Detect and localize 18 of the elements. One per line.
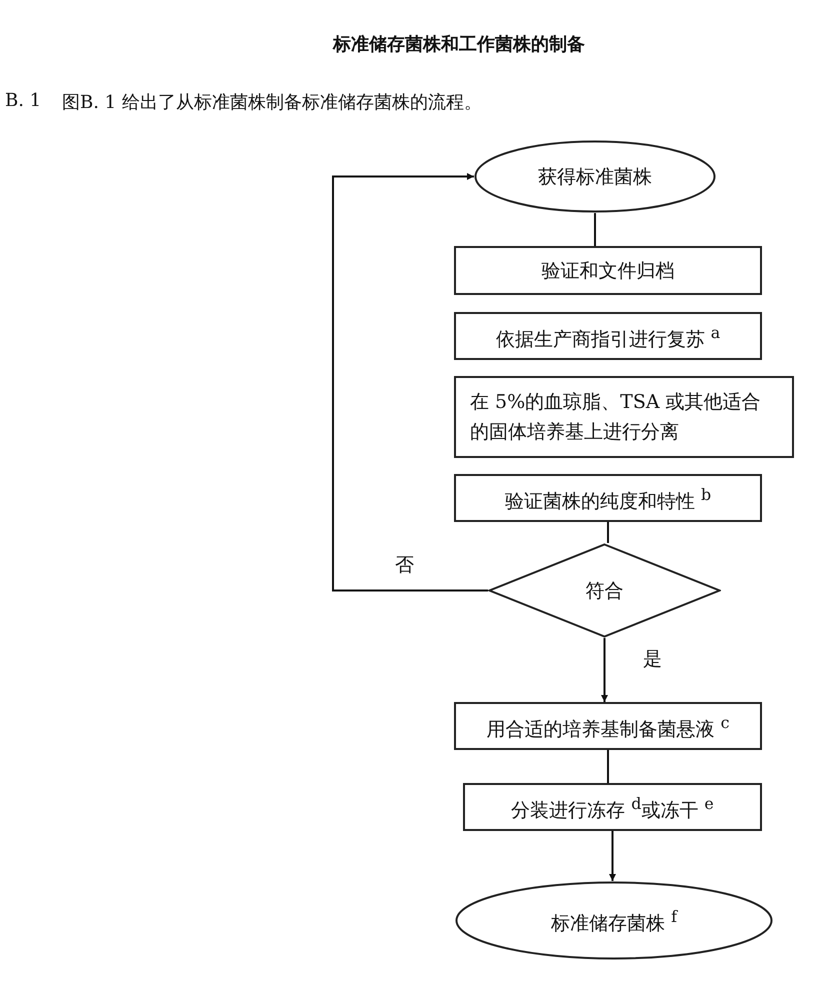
terminal-ellipse: 标准储存菌株 $^{f}$ <box>455 881 773 960</box>
connector <box>594 213 596 246</box>
intro-sentence: 图B. 1 给出了从标准菌株制备标准储存菌株的流程。 <box>62 91 482 114</box>
connector <box>607 522 609 543</box>
process-box: 验证和文件归档 <box>454 246 762 295</box>
title: 标准储存菌株和工作菌株的制备 <box>333 33 585 56</box>
process-box: 用合适的培养基制备菌悬液 $^{c}$ <box>454 702 762 750</box>
process-box: 在 5%的血琼脂、TSA 或其他适合的固体培养基上进行分离 <box>454 376 794 458</box>
process-box: 依据生产商指引进行复苏 $^{a}$ <box>454 312 762 360</box>
section-number: B. 1 <box>5 90 42 111</box>
connector <box>607 750 609 783</box>
connector <box>332 173 488 592</box>
decision-diamond: 符合 <box>488 543 721 638</box>
connector <box>601 638 608 702</box>
process-box: 分装进行冻存 $^{d}$或冻干 $^{e}$ <box>463 783 762 831</box>
connector <box>609 831 616 881</box>
process-box: 验证菌株的纯度和特性 $^{b}$ <box>454 474 762 522</box>
terminal-ellipse: 获得标准菌株 <box>474 140 716 213</box>
